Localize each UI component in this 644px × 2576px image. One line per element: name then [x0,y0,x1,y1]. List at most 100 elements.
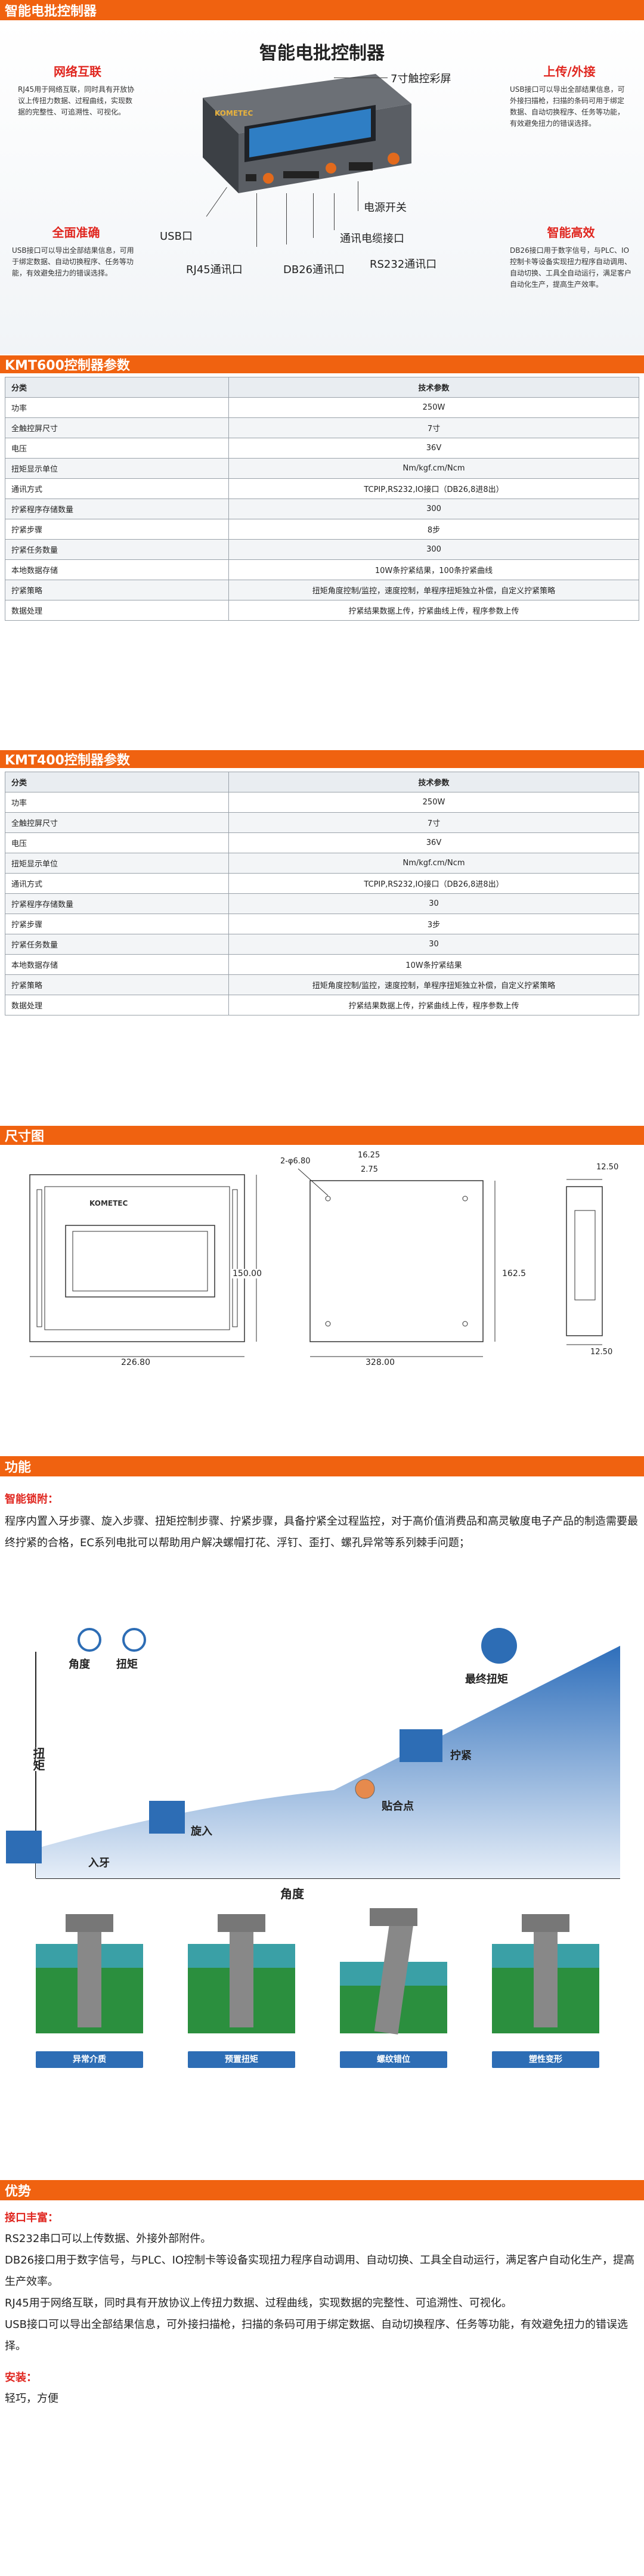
front-view-drawing: KOMETEC [29,1174,257,1357]
feature-network: 网络互联 RJ45用于网络互联，同时具有开放协议上传扭力数据、过程曲线，实现数据… [18,62,137,118]
table-cell-label: 电压 [5,832,229,853]
advantage-line-3: RJ45用于网络互联，同时具有开放协议上传扭力数据、过程曲线，实现数据的完整性、… [5,2297,512,2309]
feature-smart-title: 智能高效 [547,225,595,240]
dim-d: 162.5 [501,1269,528,1278]
table-cell-label: 拧紧步骤 [5,519,229,540]
dim-f: 12.50 [590,1348,613,1357]
callout-db26: DB26通讯口 [283,264,345,276]
stage-thread-in: 入牙 [88,1857,110,1869]
table-cell-label: 拧紧任务数量 [5,539,229,560]
advantage-line-2: DB26接口用于数字信号，与PLC、IO控制卡等设备实现扭力程序自动调用、自动切… [5,2254,635,2288]
table-cell-label: 通讯方式 [5,478,229,499]
product-hero: 智能电批控制器 KOMETEC 7寸触控彩屏 电源开关 通讯电缆接口 USB口 … [0,20,644,354]
kmt400-title: KMT400控制器参数 [5,753,130,768]
table-cell-label: 本地数据存储 [5,954,229,975]
callout-screen: 7寸触控彩屏 [391,73,451,85]
caption-preset-torque: 预置扭矩 [188,2051,295,2068]
table-cell-value: 300 [228,539,639,560]
feature-network-text: RJ45用于网络互联，同时具有开放协议上传扭力数据、过程曲线，实现数据的完整性、… [18,85,135,116]
top-banner: 智能电批控制器 [0,0,644,20]
dimension-drawings: KOMETEC 226.80 150.00 2-φ6.80 16.25 2.75… [0,1151,644,1389]
stage-tightening: 拧紧 [450,1750,472,1762]
advantage-title: 优势 [5,2184,32,2199]
feature-smart: 智能高效 DB26接口用于数字信号，与PLC、IO控制卡等设备实现扭力程序自动调… [510,223,632,290]
feature-safety-title: 全面准确 [52,225,100,240]
table-cell-label: 扭矩显示单位 [5,853,229,874]
table-cell-value: TCPIP,RS232,IO接口（DB26,8进8出） [228,873,639,894]
table-cell-label: 拧紧策略 [5,580,229,600]
table-cell-value: TCPIP,RS232,IO接口（DB26,8进8出） [228,478,639,499]
table-header-cell: 技术参数 [228,377,639,398]
table-cell-label: 全触控屏尺寸 [5,417,229,438]
callout-power: 电源开关 [364,202,407,214]
table-cell-label: 数据处理 [5,600,229,621]
table-cell-value: 8步 [228,519,639,540]
kmt400-bar: KMT400控制器参数 [0,750,644,768]
torque-icon-label: 扭矩 [116,1658,138,1671]
screw-defect-svg [36,1908,599,2035]
table-cell-label: 拧紧程序存储数量 [5,893,229,914]
caption-plastic-deform: 塑性变形 [492,2051,599,2068]
table-header-cell: 分类 [5,377,229,398]
feature-upload: 上传/外接 USB接口可以导出全部结果信息，可外接扫描枪，扫描的条码可用于绑定数… [510,62,629,129]
feature-smart-text: DB26接口用于数字信号，与PLC、IO控制卡等设备实现扭力程序自动调用、自动切… [510,246,632,289]
y-axis-label: 扭矩 [30,1747,47,1771]
table-cell-value: 30 [228,893,639,914]
table-cell-value: 7寸 [228,812,639,833]
table-row: 拧紧策略扭矩角度控制/监控，速度控制，单程序扭矩独立补偿，自定义拧紧策略 [5,974,639,995]
table-header-row: 分类技术参数 [5,772,639,792]
feature-network-title: 网络互联 [54,64,101,79]
dimension-bar: 尺寸图 [0,1126,644,1145]
screw-illustrations: 异常介质 预置扭矩 螺纹错位 塑性变形 [0,1908,644,2087]
table-cell-label: 拧紧策略 [5,974,229,995]
advantage-install: 轻巧，方便 [5,2392,58,2405]
table-cell-value: Nm/kgf.cm/Ncm [228,853,639,874]
callout-rs232: RS232通讯口 [370,258,437,271]
torque-process-diagram: 角度 扭矩 扭矩 角度 入牙 旋入 贴合点 拧紧 最终扭矩 [0,1598,644,1901]
table-cell-label: 功率 [5,792,229,813]
table-cell-label: 拧紧步骤 [5,914,229,934]
function-intro: 智能锁附： 程序内置入牙步骤、旋入步骤、扭矩控制步骤、拧紧步骤，具备拧紧全过程监… [5,1491,639,1554]
stage-screw-in: 旋入 [191,1825,212,1838]
dim-hole: 2-φ6.80 [280,1157,311,1166]
caption-thread-misalign: 螺纹错位 [340,2051,447,2068]
dimension-title: 尺寸图 [5,1129,45,1144]
dim-e: 12.50 [596,1163,619,1172]
function-text: 程序内置入牙步骤、旋入步骤、扭矩控制步骤、拧紧步骤，具备拧紧全过程监控，对于高价… [5,1515,638,1549]
table-row: 数据处理拧紧结果数据上传，拧紧曲线上传，程序参数上传 [5,600,639,621]
advantage-bar: 优势 [0,2180,644,2200]
table-cell-value: 拧紧结果数据上传，拧紧曲线上传，程序参数上传 [228,600,639,621]
svg-text:KOMETEC: KOMETEC [215,109,253,117]
table-cell-label: 功率 [5,397,229,418]
angle-icon-label: 角度 [69,1658,90,1671]
product-title: 智能电批控制器 [259,43,385,64]
table-cell-label: 全触控屏尺寸 [5,812,229,833]
feature-upload-text: USB接口可以导出全部结果信息，可外接扫描枪，扫描的条码可用于绑定数据、自动切换… [510,85,625,128]
table-row: 数据处理拧紧结果数据上传，拧紧曲线上传，程序参数上传 [5,995,639,1015]
controller-device-image: KOMETEC [203,74,411,193]
dim-a: 16.25 [358,1151,380,1160]
x-axis-label: 角度 [280,1887,304,1901]
dim-height: 150.00 [231,1269,263,1278]
table-header-cell: 技术参数 [228,772,639,792]
table-cell-label: 拧紧程序存储数量 [5,499,229,519]
feature-upload-title: 上传/外接 [543,64,596,79]
table-cell-label: 数据处理 [5,995,229,1015]
kmt600-bar: KMT600控制器参数 [0,355,644,373]
